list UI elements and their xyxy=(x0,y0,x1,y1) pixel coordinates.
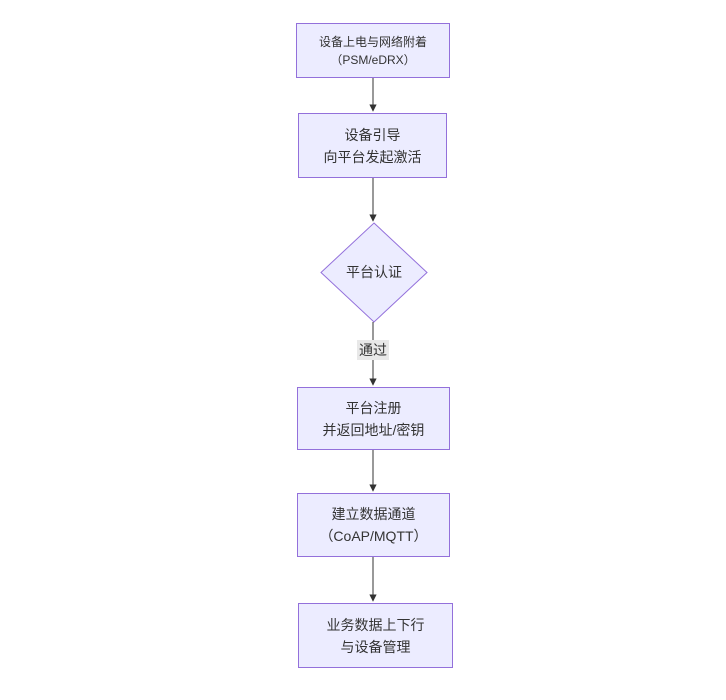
node-line: 与设备管理 xyxy=(340,638,411,655)
edge-label-pass: 通过 xyxy=(357,340,389,360)
node-platform-register: 平台注册 并返回地址/密钥 xyxy=(297,387,450,450)
node-line: 业务数据上下行 xyxy=(326,616,425,633)
decision-platform-auth-label: 平台认证 xyxy=(346,264,402,280)
node-line: （CoAP/MQTT） xyxy=(319,528,428,544)
node-line: （PSM/eDRX） xyxy=(330,52,416,67)
node-business-data: 业务数据上下行 与设备管理 xyxy=(298,603,453,668)
decision-diamond-shape xyxy=(320,222,428,323)
node-line: 设备引导 xyxy=(344,126,401,143)
node-device-bootstrap: 设备引导 向平台发起激活 xyxy=(298,113,447,178)
node-power-network-attach: 设备上电与网络附着 （PSM/eDRX） xyxy=(296,23,450,78)
node-data-channel: 建立数据通道 （CoAP/MQTT） xyxy=(297,493,450,557)
node-line: 设备上电与网络附着 xyxy=(318,34,427,49)
node-line: 向平台发起激活 xyxy=(323,148,422,165)
node-line: 平台注册 xyxy=(345,399,402,416)
node-line: 建立数据通道 xyxy=(331,506,416,522)
node-line: 并返回地址/密钥 xyxy=(322,421,425,438)
